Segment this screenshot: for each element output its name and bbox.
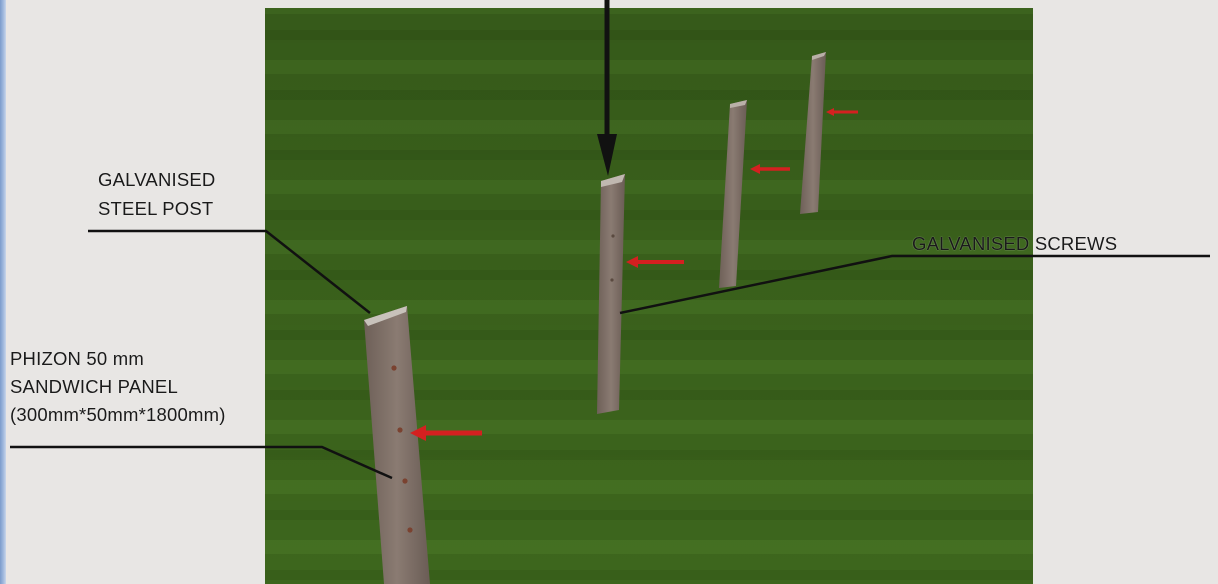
red-arrow-mid-far [750,164,790,174]
top-pointer-arrow [597,0,617,176]
steel-post-far [800,52,826,214]
leader-steel-post [88,229,371,314]
label-panel-line2: SANDWICH PANEL [10,376,178,397]
label-sandwich-panel: PHIZON 50 mm SANDWICH PANEL (300mm*50mm*… [10,347,226,426]
red-arrow-far [826,108,858,116]
steel-post-mid-far [719,100,747,288]
window-frame-edge [0,0,6,584]
steel-post-near [364,306,430,584]
leader-screws [619,254,1210,315]
label-steel-post-line2: STEEL POST [98,198,214,219]
label-panel-line3: (300mm*50mm*1800mm) [10,404,226,425]
steel-post-center [597,174,625,414]
label-steel-post-line1: GALVANISED [98,169,216,190]
leader-lines [10,229,1210,480]
label-galvanised-screws: GALVANISED SCREWS [912,233,1118,254]
red-arrow-center [626,256,684,268]
red-arrow-near [410,425,482,441]
label-steel-post: GALVANISED STEEL POST [98,168,216,220]
leader-panel [10,445,393,480]
label-panel-line1: PHIZON 50 mm [10,348,144,369]
